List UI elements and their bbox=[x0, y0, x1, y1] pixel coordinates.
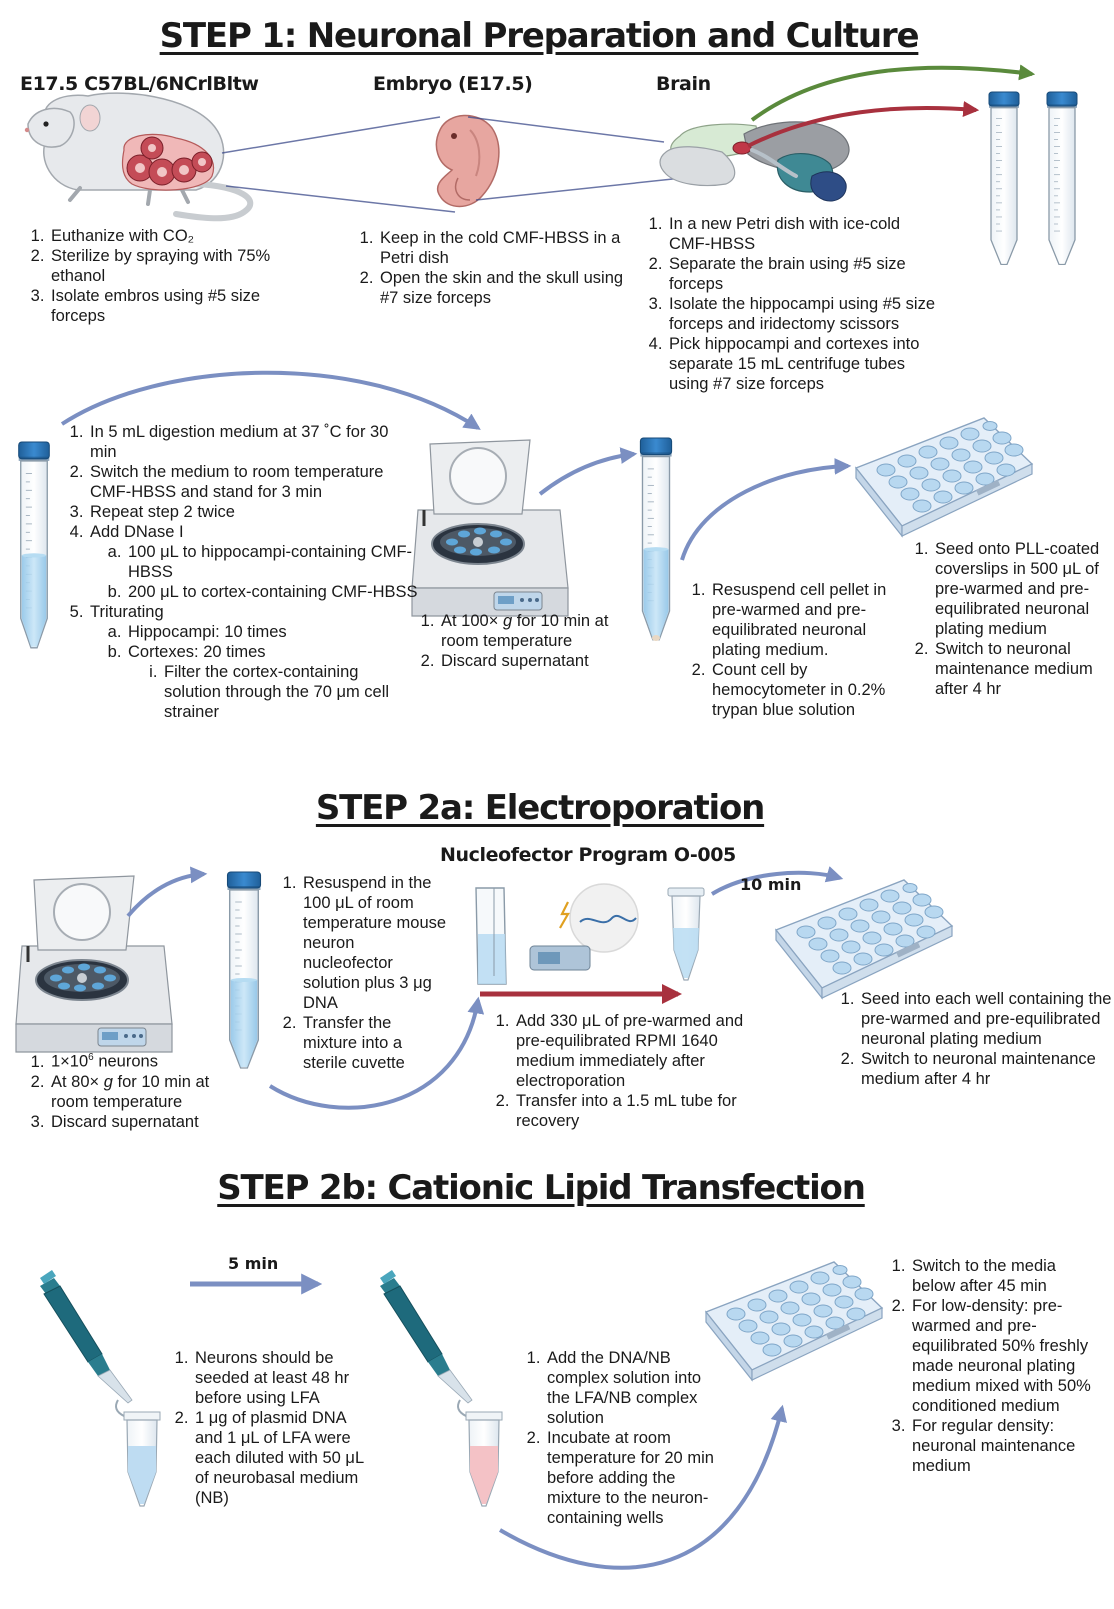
list-item: Pick hippocampi and cortexes into separa… bbox=[667, 334, 942, 394]
seed-steps-list: Seed onto PLL-coated coverslips in 500 μ… bbox=[910, 539, 1103, 699]
culture-plate-step1 bbox=[855, 417, 1033, 537]
list-item: Transfer into a 1.5 mL tube for recovery bbox=[514, 1091, 758, 1131]
nucleofector-device bbox=[529, 883, 639, 971]
nucleofector-program-label: Nucleofector Program O-005 bbox=[440, 844, 736, 866]
list-item: Repeat step 2 twice bbox=[88, 502, 418, 522]
list-item: Euthanize with CO₂ bbox=[49, 226, 311, 246]
sub-list-item: 200 μL to cortex-containing CMF-HBSS bbox=[126, 582, 418, 602]
list-item: Switch the medium to room temperature CM… bbox=[88, 462, 418, 502]
microtube-step2a bbox=[667, 887, 705, 981]
centrifuge-step2a bbox=[14, 874, 174, 1054]
list-item: For regular density: neuronal maintenanc… bbox=[910, 1416, 1098, 1476]
list-item: Add 330 μL of pre-warmed and pre-equilib… bbox=[514, 1011, 758, 1091]
list-item: Resuspend in the 100 μL of room temperat… bbox=[301, 873, 447, 1013]
sub-list-item: 100 μL to hippocampi-containing CMF-HBSS bbox=[126, 542, 418, 582]
media-steps-list: Switch to the media below after 45 min F… bbox=[887, 1256, 1098, 1476]
electroporation-steps-list: Add 330 μL of pre-warmed and pre-equilib… bbox=[491, 1011, 758, 1131]
pipette-2 bbox=[379, 1269, 473, 1404]
list-item: Triturating Hippocampi: 10 times Cortexe… bbox=[88, 602, 418, 722]
list-item: In a new Petri dish with ice-cold CMF-HB… bbox=[667, 214, 942, 254]
list-item: At 80× g for 10 min at room temperature bbox=[49, 1072, 249, 1112]
microtube-step2b-1 bbox=[115, 1399, 161, 1507]
embryo-steps-list: Keep in the cold CMF-HBSS in a Petri dis… bbox=[355, 228, 628, 308]
list-item: Open the skin and the skull using #7 siz… bbox=[378, 268, 628, 308]
time-5min-label: 5 min bbox=[228, 1254, 279, 1273]
list-item: Add DNase I 100 μL to hippocampi-contain… bbox=[88, 522, 418, 602]
electro-resuspend-steps-list: Resuspend in the 100 μL of room temperat… bbox=[278, 873, 447, 1073]
list-item: Isolate the hippocampi using #5 size for… bbox=[667, 294, 942, 334]
dilution-steps-list: Neurons should be seeded at least 48 hr … bbox=[170, 1348, 371, 1508]
list-item: Separate the brain using #5 size forceps bbox=[667, 254, 942, 294]
list-item: Isolate embros using #5 size forceps bbox=[49, 286, 311, 326]
list-item: At 100× g for 10 min at room temperature bbox=[439, 611, 639, 651]
sub-sub-list-item: Filter the cortex-containing solution th… bbox=[162, 662, 418, 722]
centrifuge-steps-list: At 100× g for 10 min at room temperature… bbox=[416, 611, 639, 671]
list-item: Switch to the media below after 45 min bbox=[910, 1256, 1098, 1296]
mouse-illustration bbox=[24, 92, 254, 222]
list-item: Neurons should be seeded at least 48 hr … bbox=[193, 1348, 371, 1408]
cuvette-illustration bbox=[475, 887, 507, 985]
cortex-tube bbox=[1046, 91, 1078, 266]
digestion-steps-list: In 5 mL digestion medium at 37 ˚C for 30… bbox=[65, 422, 418, 722]
sub-list: Hippocampi: 10 times Cortexes: 20 times … bbox=[90, 622, 418, 722]
brain-steps-list: In a new Petri dish with ice-cold CMF-HB… bbox=[644, 214, 942, 394]
digestion-tube bbox=[19, 442, 50, 648]
list-item-label: Add DNase I bbox=[90, 523, 184, 541]
step1-heading: STEP 1: Neuronal Preparation and Culture bbox=[159, 16, 920, 56]
electro-centrifuge-steps-list: 1×106 neurons At 80× g for 10 min at roo… bbox=[26, 1048, 249, 1132]
brain-illustration bbox=[659, 121, 850, 202]
culture-plate-step2a bbox=[775, 879, 953, 999]
list-item: Count cell by hemocytometer in 0.2% tryp… bbox=[710, 660, 890, 720]
microtube-step2b-2 bbox=[457, 1399, 503, 1507]
list-item: Add the DNA/NB complex solution into the… bbox=[545, 1348, 721, 1428]
mouse-steps-list: Euthanize with CO₂ Sterilize by spraying… bbox=[26, 226, 311, 326]
pipette-1 bbox=[39, 1269, 133, 1404]
list-item: Keep in the cold CMF-HBSS in a Petri dis… bbox=[378, 228, 628, 268]
resuspend-steps-list: Resuspend cell pellet in pre-warmed and … bbox=[687, 580, 890, 720]
list-item: 1 μg of plasmid DNA and 1 μL of LFA were… bbox=[193, 1408, 371, 1508]
hippocampi-tube bbox=[988, 91, 1020, 266]
list-item: Switch to neuronal maintenance medium af… bbox=[859, 1049, 1113, 1089]
sub-list: 100 μL to hippocampi-containing CMF-HBSS… bbox=[90, 542, 418, 602]
list-item: Incubate at room temperature for 20 min … bbox=[545, 1428, 721, 1528]
pellet-tube bbox=[640, 438, 671, 640]
list-item: Discard supernatant bbox=[439, 651, 639, 671]
embryo-label: Embryo (E17.5) bbox=[373, 73, 533, 95]
sub-list-item: Cortexes: 20 times Filter the cortex-con… bbox=[126, 642, 418, 722]
mouse-strain-label: E17.5 C57BL/6NCrlBltw bbox=[20, 73, 259, 95]
list-item-label: Triturating bbox=[90, 603, 164, 621]
list-item: For low-density: pre-warmed and pre-equi… bbox=[910, 1296, 1098, 1416]
time-10min-label: 10 min bbox=[740, 875, 802, 894]
step2b-heading: STEP 2b: Cationic Lipid Transfection bbox=[217, 1168, 866, 1208]
list-item: Transfer the mixture into a sterile cuve… bbox=[301, 1013, 447, 1073]
sub-list-item-label: Cortexes: 20 times bbox=[128, 643, 266, 661]
electro-seed-steps-list: Seed into each well containing the pre-w… bbox=[836, 989, 1113, 1089]
nucleofector-tube bbox=[228, 872, 261, 1068]
complex-steps-list: Add the DNA/NB complex solution into the… bbox=[522, 1348, 721, 1528]
centrifuge-step1 bbox=[410, 438, 570, 618]
embryo-illustration bbox=[435, 114, 500, 208]
sub-list-item: Hippocampi: 10 times bbox=[126, 622, 418, 642]
list-item: Switch to neuronal maintenance medium af… bbox=[933, 639, 1103, 699]
list-item: 1×106 neurons bbox=[49, 1048, 249, 1072]
list-item: Resuspend cell pellet in pre-warmed and … bbox=[710, 580, 890, 660]
list-item: Seed onto PLL-coated coverslips in 500 μ… bbox=[933, 539, 1103, 639]
brain-label: Brain bbox=[656, 73, 711, 95]
sub-sub-list: Filter the cortex-containing solution th… bbox=[128, 662, 418, 722]
list-item: Discard supernatant bbox=[49, 1112, 249, 1132]
list-item: Seed into each well containing the pre-w… bbox=[859, 989, 1113, 1049]
culture-plate-step2b bbox=[705, 1261, 883, 1381]
list-item: In 5 mL digestion medium at 37 ˚C for 30… bbox=[88, 422, 418, 462]
step2a-heading: STEP 2a: Electroporation bbox=[315, 788, 765, 828]
list-item: Sterilize by spraying with 75% ethanol bbox=[49, 246, 311, 286]
